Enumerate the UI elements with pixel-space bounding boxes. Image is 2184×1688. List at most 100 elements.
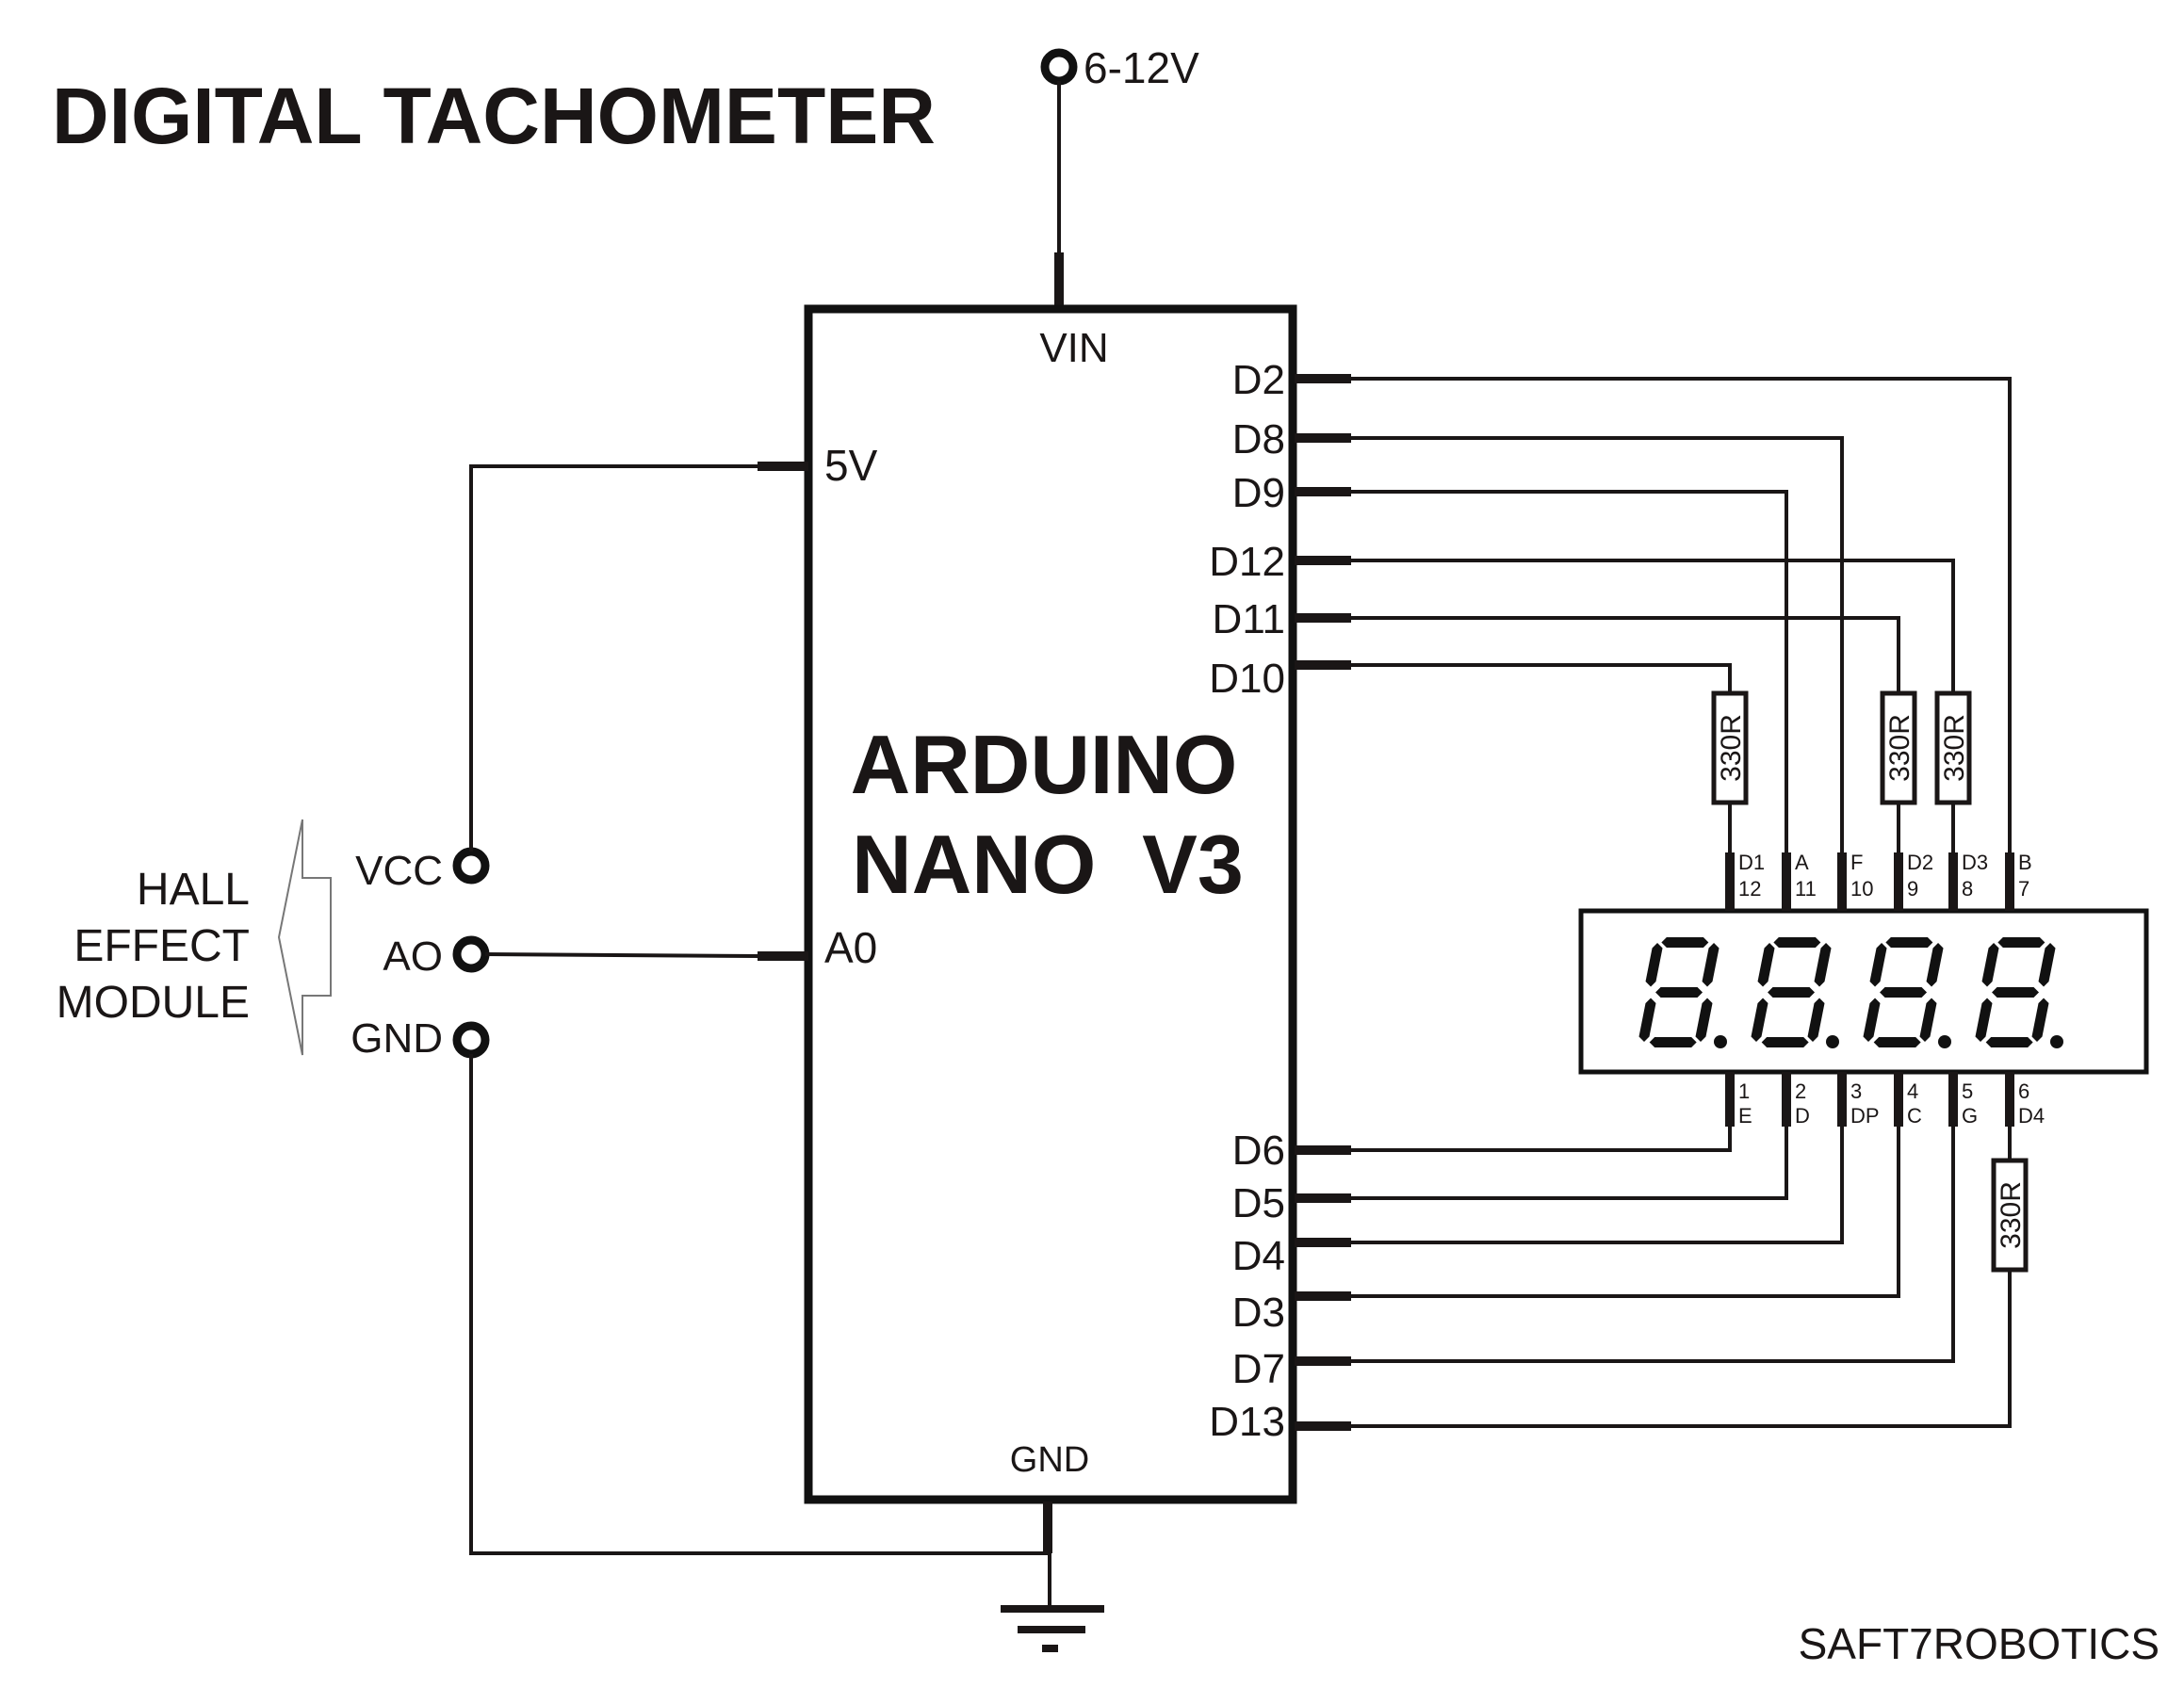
display-bottom-pin-number: 2: [1795, 1079, 1806, 1103]
segment-f: [1645, 943, 1663, 987]
segment-b: [1814, 943, 1832, 987]
wire-d2: [1351, 377, 2012, 854]
segment-a: [1997, 937, 2045, 948]
segment-e: [1638, 998, 1656, 1042]
segment-d: [1873, 1037, 1921, 1047]
segment-e: [1751, 998, 1768, 1042]
display-digit: [1638, 937, 1727, 1048]
pin-label-d13: D13: [1209, 1399, 1285, 1445]
wire-d4: [1351, 1127, 1844, 1244]
resistor-value: 330R: [1884, 714, 1915, 782]
display-bottom-pin-name: D: [1795, 1104, 1810, 1128]
display-bottom-pin-number: 3: [1850, 1079, 1862, 1103]
segment-b: [1702, 943, 1719, 987]
display-bottom-pin-number: 6: [2018, 1079, 2029, 1103]
display-top-pin-number: 11: [1795, 877, 1817, 901]
display-top-pin-name: F: [1850, 851, 1863, 874]
resistor-icon: [1991, 1158, 2029, 1273]
pin-label-d3: D3: [1232, 1290, 1285, 1336]
ground-bar-3: [1042, 1645, 1058, 1652]
segment-c: [1695, 998, 1713, 1042]
wire-5v-vcc: [469, 464, 759, 852]
wire-a0-ao: [484, 952, 760, 958]
display-bottom-pin-number: 4: [1907, 1079, 1918, 1103]
resistor-value: 330R: [1716, 714, 1747, 782]
display-digits: [1638, 937, 2063, 1048]
segment-d: [1761, 1037, 1809, 1047]
pin-label-d12: D12: [1209, 539, 1285, 585]
display-top-pin-number: 10: [1850, 877, 1873, 901]
hall-pin-gnd: GND: [350, 1015, 443, 1062]
hall-pin-vcc: VCC: [355, 848, 443, 894]
segment-f: [1981, 943, 1999, 987]
pin-label-vin: VIN: [1039, 325, 1108, 371]
segment-b: [2038, 943, 2056, 987]
display-bottom-pin-name: G: [1962, 1104, 1978, 1128]
display-digit: [1863, 937, 1951, 1048]
ground-bar-1: [1001, 1605, 1104, 1613]
resistor-icon: [1711, 690, 1749, 805]
pin-label-d6: D6: [1232, 1128, 1285, 1174]
pin-label-d4: D4: [1232, 1233, 1285, 1279]
display-digit: [1975, 937, 2063, 1048]
arduino-nano: VIN 5V A0 GND ARDUINO NANO V3 D2 D8 D9 D…: [804, 304, 1297, 1504]
power-terminal-icon: [1040, 48, 1078, 86]
ground-symbol-icon: [1001, 1605, 1104, 1652]
segment-g: [1655, 987, 1703, 998]
display-bottom-pin-number: 1: [1738, 1079, 1750, 1103]
segment-e: [1863, 998, 1881, 1042]
segment-g: [1992, 987, 2040, 998]
segment-f: [1757, 943, 1775, 987]
hall-pin-ao: AO: [383, 933, 443, 980]
display-top-pin-name: A: [1795, 851, 1809, 874]
segment-c: [1807, 998, 1825, 1042]
segment-dp: [1938, 1035, 1951, 1048]
display-top-pin-name: B: [2018, 851, 2032, 874]
wire-d13: [1351, 1270, 2012, 1428]
arduino-body: [804, 304, 1297, 1504]
left-wires: [469, 462, 1052, 1608]
pin-label-d5: D5: [1232, 1180, 1285, 1226]
segment-a: [1885, 937, 1933, 948]
pin-label-d11: D11: [1213, 596, 1285, 642]
hall-label-line2: EFFECT: [73, 921, 250, 971]
display-bottom-pin-name: DP: [1850, 1104, 1880, 1128]
resistor-value: 330R: [1939, 714, 1970, 782]
ground-bar-2: [1018, 1626, 1085, 1633]
segment-c: [2031, 998, 2049, 1042]
wire-d12: [1351, 559, 1955, 693]
display-bottom-pin-name: C: [1907, 1104, 1922, 1128]
wire-d11: [1351, 616, 1900, 693]
display-top-pin-name: D3: [1962, 851, 1988, 874]
display-top-pin-name: D1: [1738, 851, 1765, 874]
segment-g: [1880, 987, 1928, 998]
wire-d8: [1351, 436, 1844, 854]
hall-label-line1: HALL: [137, 865, 250, 915]
pin-label-d9: D9: [1232, 470, 1285, 516]
segment-b: [1926, 943, 1944, 987]
segment-dp: [2050, 1035, 2063, 1048]
wire-d3: [1351, 1127, 1900, 1298]
arduino-name-line2: NANO V3: [852, 818, 1244, 911]
resistor-value: 330R: [1996, 1181, 2027, 1249]
display-top-pin-name: D2: [1907, 851, 1933, 874]
pin-label-d10: D10: [1209, 656, 1285, 702]
display-top-pin-number: 9: [1907, 877, 1918, 901]
gnd-terminal-icon: [452, 1021, 490, 1059]
display-bottom-pin-name: E: [1738, 1104, 1752, 1128]
wire-d10: [1351, 663, 1732, 693]
hall-label-line3: MODULE: [57, 978, 250, 1028]
display-bottom-pin-number: 5: [1962, 1079, 1973, 1103]
segment-d: [1985, 1037, 2033, 1047]
right-wires: [1295, 374, 2012, 1431]
display-top-pin-number: 8: [1962, 877, 1973, 901]
wire-gnd: [469, 1054, 1048, 1555]
display-digit: [1751, 937, 1839, 1048]
power-input-label: 6-12V: [1084, 43, 1199, 92]
wire-d7: [1351, 1127, 1955, 1363]
segment-dp: [1826, 1035, 1839, 1048]
display-bottom-pin-name: D4: [2018, 1104, 2045, 1128]
module-arrow-icon: [277, 819, 332, 1056]
